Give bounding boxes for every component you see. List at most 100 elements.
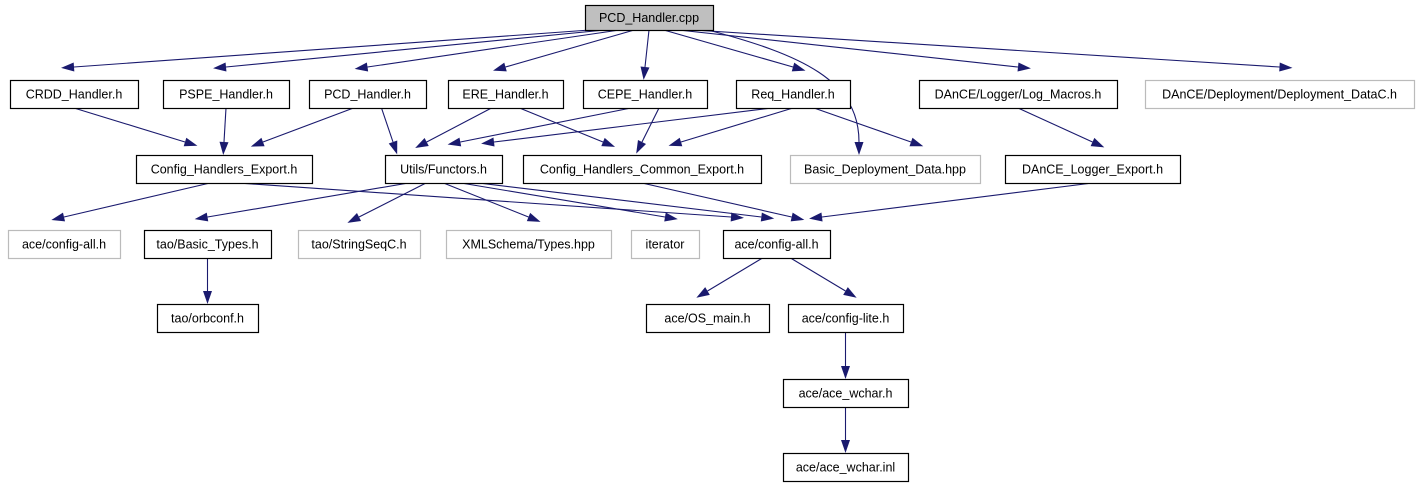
node-label: PCD_Handler.cpp	[599, 11, 699, 25]
edge-line	[644, 29, 650, 68]
node-box	[447, 79, 565, 110]
node-ace-ace-wchar-inl[interactable]: ace/ace_wchar.inl	[782, 452, 910, 483]
edge-line	[207, 182, 409, 218]
edge-dance-logger-export-h-to-ace-config-all-h	[809, 182, 1093, 222]
node-box	[143, 229, 273, 260]
edge-line	[443, 182, 529, 218]
node-ere-handler-h[interactable]: ERE_Handler.h	[447, 79, 565, 110]
edge-arrowhead	[415, 138, 429, 149]
node-box	[584, 4, 715, 32]
edge-line	[790, 257, 846, 292]
node-ace-config-all-h[interactable]: ace/config-all.h	[722, 229, 832, 260]
edge-line	[460, 107, 632, 143]
node-tao-orbconf-h[interactable]: tao/orbconf.h	[156, 303, 260, 334]
node-label: CEPE_Handler.h	[598, 87, 693, 101]
edge-ace-config-all-h-to-ace-os-main-h	[696, 257, 763, 298]
edge-line	[693, 29, 1280, 68]
edge-pcd-handler-cpp-to-req-handler-h	[663, 29, 806, 72]
node-box	[782, 378, 910, 409]
edge-dance-logger-log-macros-h-to-dance-logger-export-h	[1017, 107, 1105, 148]
edge-tao-basic-types-h-to-tao-orbconf-h	[203, 258, 212, 304]
edge-pcd-handler-cpp-to-pcd-handler-h	[354, 29, 620, 72]
node-pspe-handler-h[interactable]: PSPE_Handler.h	[162, 79, 291, 110]
edge-arrowhead	[664, 212, 678, 222]
node-ace-os-main-h[interactable]: ace/OS_main.h	[645, 303, 771, 334]
edge-line	[519, 107, 604, 143]
edge-line	[680, 107, 794, 143]
node-ace-config-all-h: ace/config-all.h	[7, 229, 122, 260]
edge-config-handlers-common-export-h-to-ace-config-all-h	[641, 182, 805, 222]
node-dance-logger-export-h[interactable]: DAnCE_Logger_Export.h	[1004, 154, 1182, 185]
edge-line	[223, 107, 227, 143]
node-box	[1004, 154, 1182, 185]
edge-line	[707, 257, 763, 292]
node-box	[782, 452, 910, 483]
node-box	[308, 79, 428, 110]
edge-line	[262, 107, 354, 143]
edge-arrowhead	[809, 212, 823, 222]
edge-line	[73, 107, 186, 143]
edge-arrowhead	[791, 62, 806, 72]
node-box	[297, 229, 422, 260]
edge-utils-functors-h-to-xmlschema-types-hpp	[443, 182, 541, 222]
edge-pcd-handler-h-to-utils-functors-h	[380, 107, 398, 155]
node-dance-logger-log-macros-h[interactable]: DAnCE/Logger/Log_Macros.h	[918, 79, 1119, 110]
node-box	[630, 229, 701, 260]
node-box	[1144, 79, 1416, 110]
node-pcd-handler-h[interactable]: PCD_Handler.h	[308, 79, 428, 110]
edge-line	[678, 29, 1019, 68]
node-label: PSPE_Handler.h	[179, 87, 273, 101]
edges-layer	[51, 29, 1293, 453]
node-label: PCD_Handler.h	[324, 87, 411, 101]
edge-arrowhead	[250, 137, 265, 147]
edge-line	[358, 182, 427, 218]
node-box	[7, 229, 122, 260]
edge-cepe-handler-h-to-utils-functors-h	[447, 107, 632, 147]
edge-ere-handler-h-to-config-handlers-common-export-h	[519, 107, 616, 147]
edge-line	[493, 107, 773, 143]
node-label: iterator	[646, 237, 685, 251]
edge-arrowhead	[447, 137, 462, 147]
edge-line	[460, 182, 666, 218]
edge-line	[707, 29, 860, 143]
edge-utils-functors-h-to-ace-config-all-h	[478, 182, 775, 222]
node-cepe-handler-h[interactable]: CEPE_Handler.h	[582, 79, 709, 110]
node-box	[135, 154, 314, 185]
edge-line	[641, 107, 660, 143]
node-config-handlers-export-h[interactable]: Config_Handlers_Export.h	[135, 154, 314, 185]
node-pcd-handler-cpp[interactable]: PCD_Handler.cpp	[584, 4, 715, 32]
edge-ace-ace-wchar-h-to-ace-ace-wchar-inl	[841, 407, 850, 453]
edge-pcd-handler-cpp-to-dance-deployment-deployment-datac-h	[693, 29, 1293, 72]
edge-arrowhead	[730, 212, 744, 222]
node-label: ace/config-all.h	[734, 237, 818, 251]
node-box	[789, 154, 982, 185]
edge-utils-functors-h-to-iterator	[460, 182, 678, 222]
node-config-handlers-common-export-h[interactable]: Config_Handlers_Common_Export.h	[522, 154, 763, 185]
edge-cepe-handler-h-to-config-handlers-common-export-h	[636, 107, 660, 154]
edge-line	[380, 107, 394, 143]
node-basic-deployment-data-hpp: Basic_Deployment_Data.hpp	[789, 154, 982, 185]
node-label: DAnCE/Logger/Log_Macros.h	[935, 87, 1102, 101]
node-label: ace/config-lite.h	[802, 311, 890, 325]
node-box	[9, 79, 140, 110]
node-label: ace/config-all.h	[22, 237, 106, 251]
node-crdd-handler-h[interactable]: CRDD_Handler.h	[9, 79, 140, 110]
node-ace-config-lite-h[interactable]: ace/config-lite.h	[787, 303, 905, 334]
node-label: tao/orbconf.h	[171, 311, 244, 325]
node-box	[522, 154, 763, 185]
node-req-handler-h[interactable]: Req_Handler.h	[735, 79, 852, 110]
node-box	[582, 79, 709, 110]
edge-arrowhead	[760, 212, 775, 222]
node-tao-basic-types-h[interactable]: tao/Basic_Types.h	[143, 229, 273, 260]
node-tao-stringseqc-h: tao/StringSeqC.h	[297, 229, 422, 260]
edge-pcd-handler-cpp-to-ere-handler-h	[493, 29, 635, 72]
edge-ace-config-all-h-to-ace-config-lite-h	[790, 257, 857, 298]
edge-arrowhead	[841, 366, 850, 379]
node-utils-functors-h[interactable]: Utils/Functors.h	[384, 154, 504, 185]
edge-arrowhead	[203, 291, 212, 304]
edge-arrowhead	[640, 66, 650, 80]
node-ace-ace-wchar-h[interactable]: ace/ace_wchar.h	[782, 378, 910, 409]
edge-arrowhead	[481, 137, 495, 147]
node-label: Utils/Functors.h	[400, 162, 487, 176]
edge-arrowhead	[696, 287, 710, 298]
